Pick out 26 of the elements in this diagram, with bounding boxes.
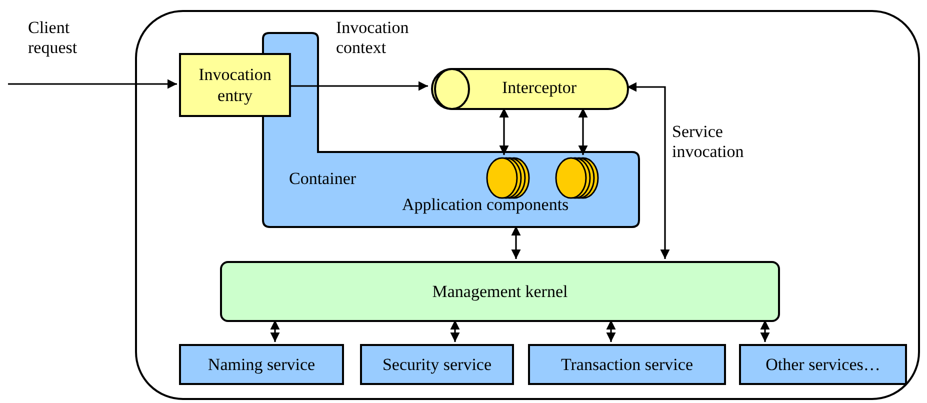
arrow [499,108,509,155]
node-label: Management kernel [431,280,569,302]
arrow [760,320,770,342]
node-label: Invocation entry [198,64,272,106]
service-box [528,344,726,385]
node-label: Container [289,168,356,190]
service-box [739,344,907,385]
service-box [360,344,514,385]
arrow [606,320,616,342]
node-label: Naming service [206,354,316,376]
arrow [270,320,280,342]
arrow [450,320,460,342]
kernel-box [220,261,780,322]
arrow [578,108,588,155]
arrow [511,226,521,259]
node-label: Security service [381,354,493,376]
node-label: Other services… [764,354,882,376]
arrow [289,81,428,91]
node-label: Transaction service [560,354,694,376]
node-label: Interceptor [502,77,577,98]
arrow [627,82,670,259]
node-label: Application components [402,194,569,216]
arrow [8,79,177,89]
service-box [179,344,344,385]
entry-box [179,53,291,117]
outer-frame [135,10,920,400]
